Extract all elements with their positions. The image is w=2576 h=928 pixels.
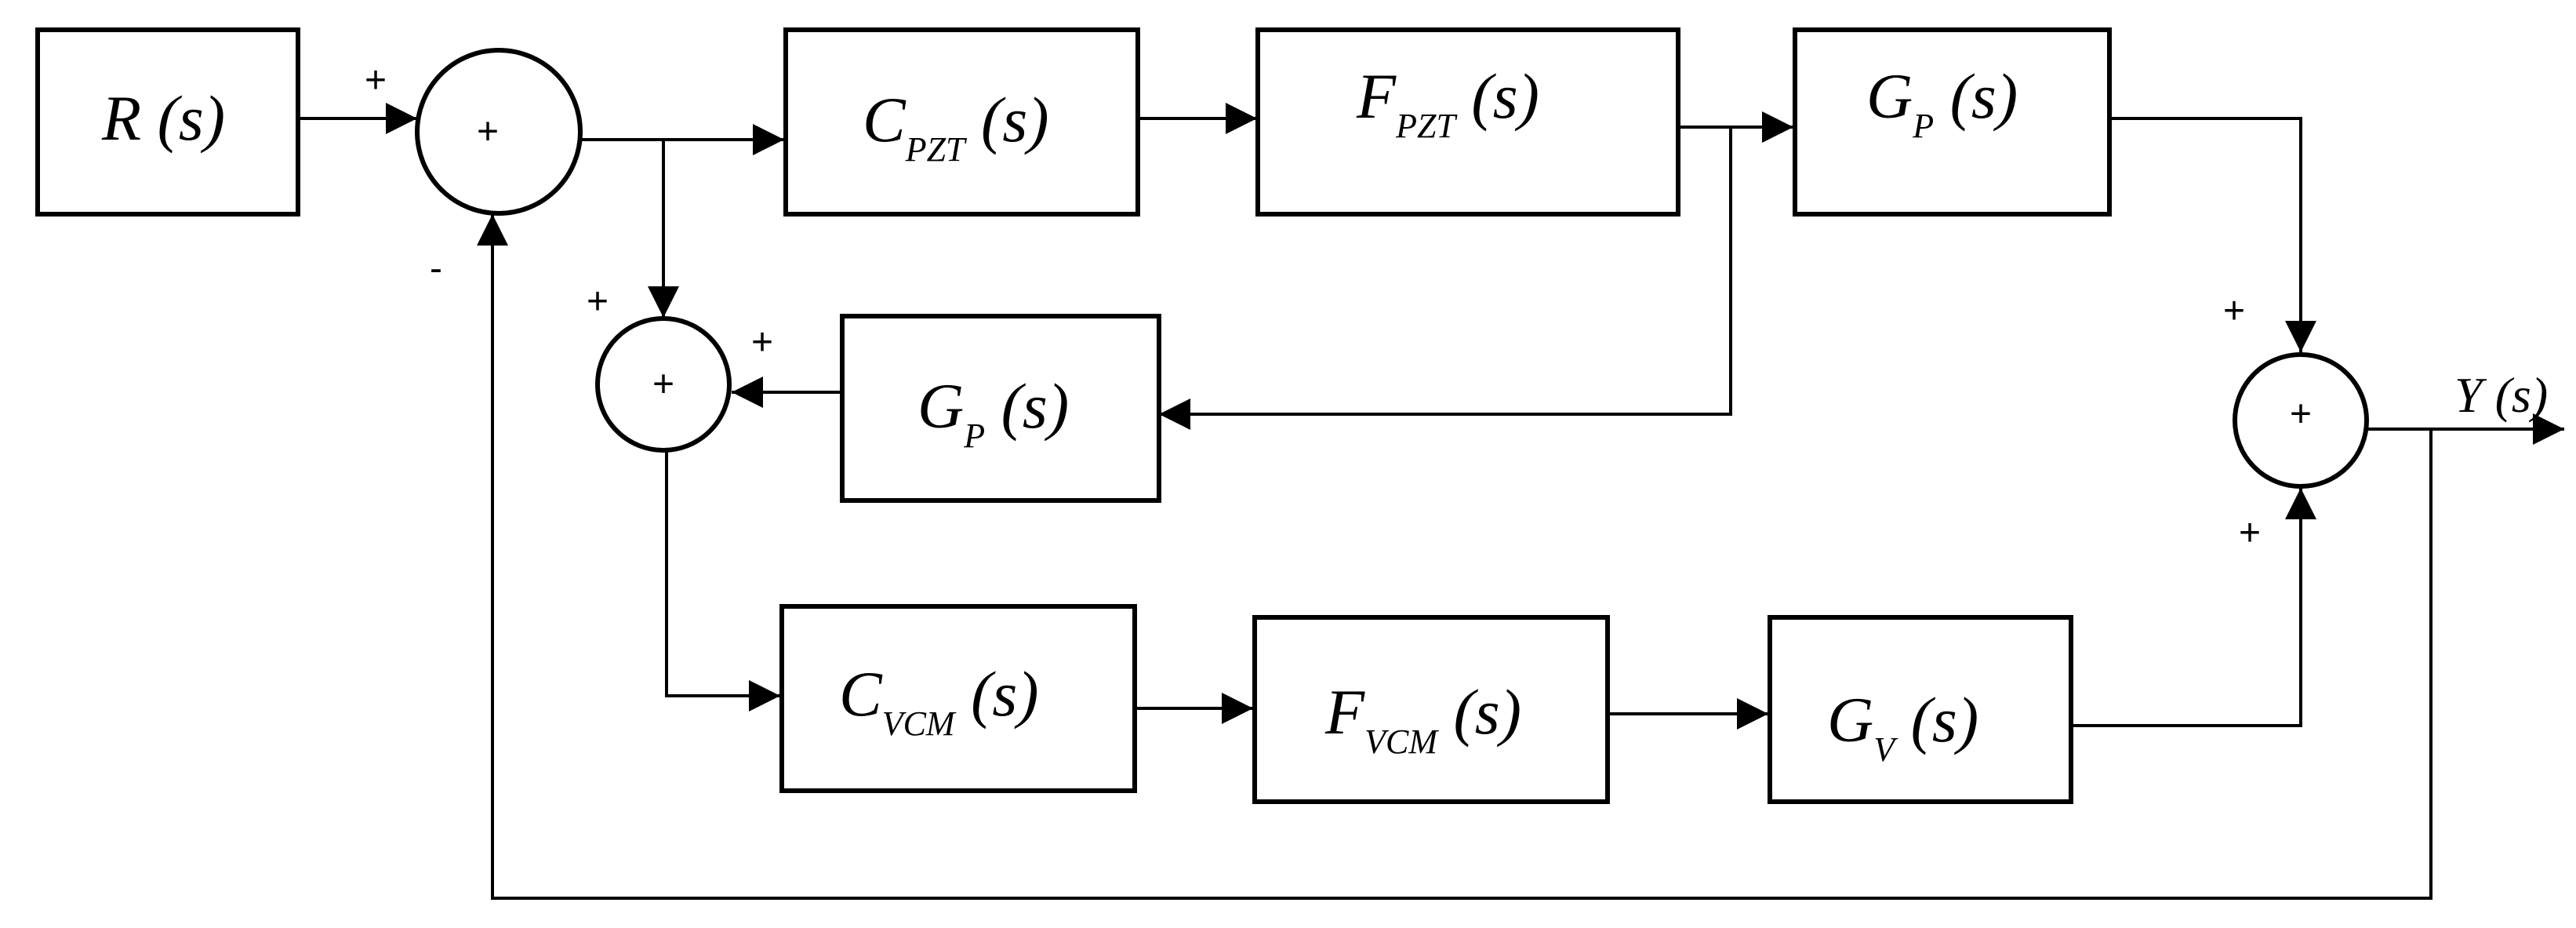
signal-wires: [298, 103, 2564, 900]
wire-fpzt-branch-to-gp-mid: [1159, 127, 1732, 430]
summing-junction-1: + + -: [365, 48, 583, 289]
block-r-label: R (s): [101, 82, 225, 154]
block-f-pzt-label: FPZT (s): [1356, 60, 1539, 145]
sum3-symbol: +: [2290, 394, 2312, 435]
summing-junction-2: + + +: [587, 281, 773, 453]
output-label: Y (s): [2454, 367, 2548, 423]
sum2-sign-top: +: [587, 281, 609, 322]
wire-gp-to-sum3: [2109, 117, 2316, 352]
wire-sum2-to-cvcm: [665, 449, 780, 711]
sum3-sign-bottom: +: [2239, 512, 2261, 554]
block-c-pzt-label: CPZT (s): [863, 84, 1049, 169]
block-gv-label: GV (s): [1827, 684, 1978, 769]
sum1-sign-left: +: [365, 60, 387, 101]
block-f-pzt: FPZT (s): [1255, 27, 1680, 217]
wire-gv-to-sum3: [2071, 488, 2316, 727]
block-gp-mid: GP (s): [840, 314, 1161, 503]
sum2-symbol: +: [652, 364, 674, 406]
block-gp-top-label: GP (s): [1866, 60, 2018, 145]
block-f-vcm-label: FVCM (s): [1324, 676, 1521, 761]
sum1-sign-bottom: -: [430, 248, 442, 289]
block-c-pzt: CPZT (s): [783, 27, 1140, 217]
sum3-sign-top: +: [2223, 290, 2245, 332]
block-f-vcm: FVCM (s): [1252, 615, 1610, 804]
block-gv: GV (s): [1768, 615, 2073, 804]
sum2-sign-right: +: [751, 322, 773, 363]
block-c-vcm: CVCM (s): [779, 604, 1137, 793]
summing-junction-3: + + +: [2223, 290, 2369, 554]
sum1-symbol: +: [477, 111, 499, 153]
block-gp-top: GP (s): [1793, 27, 2112, 217]
block-gp-mid-label: GP (s): [917, 370, 1069, 455]
block-r: R (s): [35, 27, 300, 217]
wire-feedback: [477, 214, 2432, 900]
block-c-vcm-label: CVCM (s): [839, 658, 1039, 743]
